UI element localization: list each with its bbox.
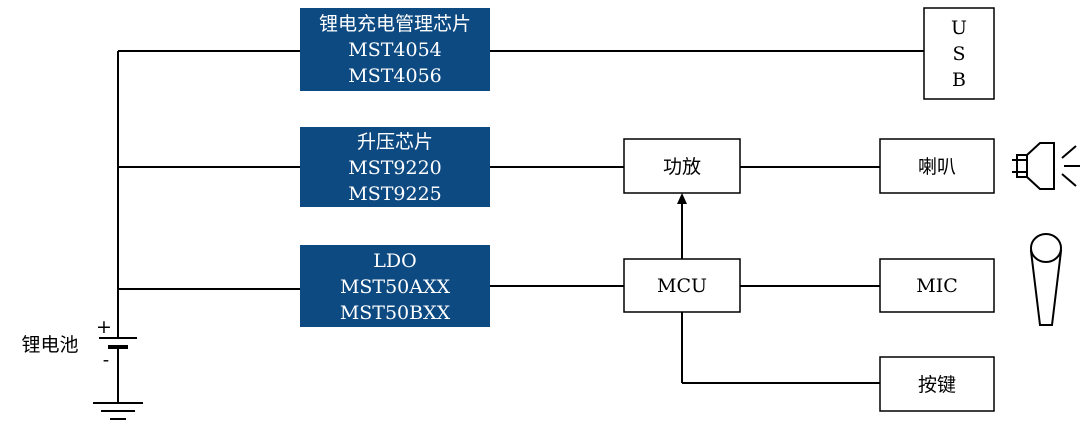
ground-symbol (93, 402, 143, 420)
usb-letter-u: U (951, 17, 967, 39)
mic-box (879, 258, 995, 313)
block-keys: 按键 (879, 356, 995, 412)
speaker-label: 喇叭 (918, 156, 956, 178)
keys-box (879, 356, 995, 412)
chip-charger-part2: MST4056 (348, 65, 442, 87)
battery-minus: - (103, 349, 109, 371)
mcu-box (623, 258, 741, 313)
chip-boost-box (300, 127, 490, 207)
battery-label: 锂电池 (21, 334, 78, 356)
wires (117, 50, 924, 384)
mcu-label: MCU (657, 275, 707, 297)
mic-label: MIC (916, 275, 958, 297)
chip-ldo-title: LDO (373, 250, 416, 272)
chip-boost-part2: MST9225 (348, 183, 442, 205)
chip-ldo-part1: MST50AXX (340, 276, 451, 298)
keys-label: 按键 (918, 374, 956, 396)
chip-ldo-part2: MST50BXX (340, 302, 451, 324)
amp-box (623, 138, 741, 194)
speaker-icon (1012, 142, 1080, 190)
block-speaker: 喇叭 (879, 138, 995, 194)
block-amp: 功放 (623, 138, 741, 194)
chip-ldo: LDO MST50AXX MST50BXX (300, 245, 490, 327)
chip-boost-part1: MST9220 (348, 157, 442, 179)
block-usb: U S B (923, 7, 995, 100)
chip-boost-title: 升压芯片 (357, 131, 433, 153)
amp-label: 功放 (663, 156, 701, 178)
battery-plus: + (96, 316, 112, 338)
usb-letter-b: B (952, 69, 966, 91)
chip-charger-part1: MST4054 (348, 39, 442, 61)
microphone-icon (1029, 233, 1063, 326)
block-mic: MIC (879, 258, 995, 313)
usb-box (923, 7, 995, 100)
battery-symbol: + - 锂电池 (21, 316, 137, 403)
arrow-head-to-amp (677, 193, 687, 204)
block-mcu: MCU (623, 258, 741, 313)
chip-charger-title: 锂电充电管理芯片 (319, 13, 471, 35)
chip-ldo-box (300, 245, 490, 327)
chip-boost: 升压芯片 MST9220 MST9225 (300, 127, 490, 207)
chip-charger-box (300, 8, 490, 91)
speaker-box (879, 138, 995, 194)
usb-letter-s: S (952, 43, 965, 65)
chip-charger: 锂电充电管理芯片 MST4054 MST4056 (300, 8, 490, 91)
